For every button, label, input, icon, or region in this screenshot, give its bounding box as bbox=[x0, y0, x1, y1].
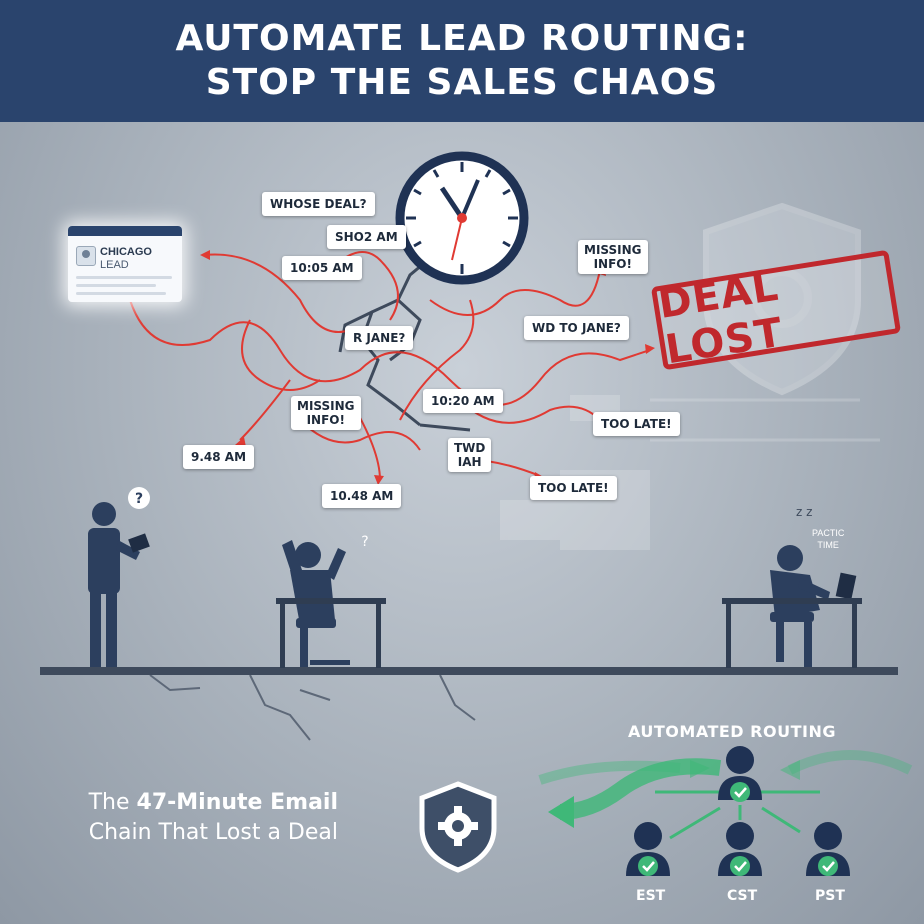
chaos-arrows bbox=[129, 251, 651, 481]
note-forward-jane: WD TO JANE? bbox=[524, 316, 629, 340]
tagline-prefix: The bbox=[88, 790, 137, 815]
arrow-heads bbox=[200, 250, 655, 485]
pacific-label-line: TIME bbox=[817, 540, 839, 550]
note-time: 10:05 AM bbox=[282, 256, 362, 280]
lead-card-line bbox=[76, 284, 156, 287]
person-icon bbox=[718, 746, 762, 802]
note-time: 9.48 AM bbox=[183, 445, 255, 469]
tablet-icon bbox=[128, 533, 150, 553]
person-icon bbox=[718, 822, 762, 876]
clock-icon bbox=[395, 151, 529, 285]
background-shield-icon bbox=[703, 202, 861, 396]
note-missing-info: MISSING INFO! bbox=[291, 396, 361, 430]
title-line-2: STOP THE SALES CHAOS bbox=[205, 62, 719, 103]
tagline-line-2: Chain That Lost a Deal bbox=[88, 820, 338, 845]
routing-network bbox=[538, 750, 913, 840]
note-text: MISSING bbox=[297, 399, 355, 413]
note-reply-jane: R JANE? bbox=[345, 326, 414, 350]
note-too-late: TOO LATE! bbox=[530, 476, 617, 500]
stressed-salesperson bbox=[282, 540, 350, 668]
note-too-late: TOO LATE! bbox=[593, 412, 680, 436]
person-icon bbox=[626, 822, 670, 876]
desk-leg bbox=[726, 604, 731, 668]
svg-text:?: ? bbox=[135, 491, 143, 507]
contact-icon bbox=[76, 246, 96, 266]
lead-card-label: LEAD bbox=[100, 259, 129, 271]
automated-routing-title: AUTOMATED ROUTING bbox=[628, 722, 836, 741]
timezone-label-pst: PST bbox=[815, 888, 845, 904]
note-text: INFO! bbox=[306, 413, 345, 427]
standing-salesperson bbox=[88, 502, 140, 668]
desk-leg bbox=[376, 604, 381, 668]
tagline: The 47-Minute Email Chain That Lost a De… bbox=[30, 788, 338, 848]
question-icon: ? bbox=[128, 487, 150, 509]
question-icon: ? bbox=[361, 534, 368, 550]
header-banner: AUTOMATE LEAD ROUTING: STOP THE SALES CH… bbox=[0, 0, 924, 122]
note-text: MISSING bbox=[584, 243, 642, 257]
desk-leg bbox=[280, 604, 285, 668]
note-time: 10:20 AM bbox=[423, 389, 503, 413]
lead-card-city: CHICAGO bbox=[100, 246, 152, 258]
note-time: SHO2 AM bbox=[327, 225, 406, 249]
note-forward: TWD IAH bbox=[448, 438, 492, 472]
pacific-time-label: PACTIC TIME bbox=[812, 527, 844, 551]
timezone-label-est: EST bbox=[636, 888, 666, 904]
desk bbox=[276, 598, 386, 604]
note-text: INFO! bbox=[593, 257, 632, 271]
svg-text:?: ? bbox=[361, 534, 368, 550]
laptop-icon bbox=[835, 572, 857, 600]
timezone-label-cst: CST bbox=[727, 888, 758, 904]
sleep-z-icon: z z bbox=[796, 505, 812, 519]
floor-line bbox=[40, 667, 898, 675]
gear-icon bbox=[438, 806, 478, 846]
desk bbox=[722, 598, 862, 604]
lead-card-line bbox=[76, 276, 172, 279]
lead-card-titlebar bbox=[68, 226, 182, 236]
person-icon bbox=[806, 822, 850, 876]
desk-leg bbox=[852, 604, 857, 668]
chicago-lead-card: CHICAGO LEAD bbox=[68, 226, 182, 302]
floor-crack bbox=[149, 674, 476, 741]
title-line-1: AUTOMATE LEAD ROUTING: bbox=[175, 18, 749, 59]
tagline-line-1: The 47-Minute Email bbox=[30, 788, 338, 818]
tired-salesperson bbox=[770, 545, 830, 668]
note-whose-deal: WHOSE DEAL? bbox=[262, 192, 375, 216]
lead-card-line bbox=[76, 292, 166, 295]
tagline-highlight: 47-Minute Email bbox=[136, 790, 338, 815]
note-missing-info: MISSING INFO! bbox=[578, 240, 648, 274]
note-time: 10.48 AM bbox=[322, 484, 402, 508]
pacific-label-line: PACTIC bbox=[812, 528, 845, 538]
